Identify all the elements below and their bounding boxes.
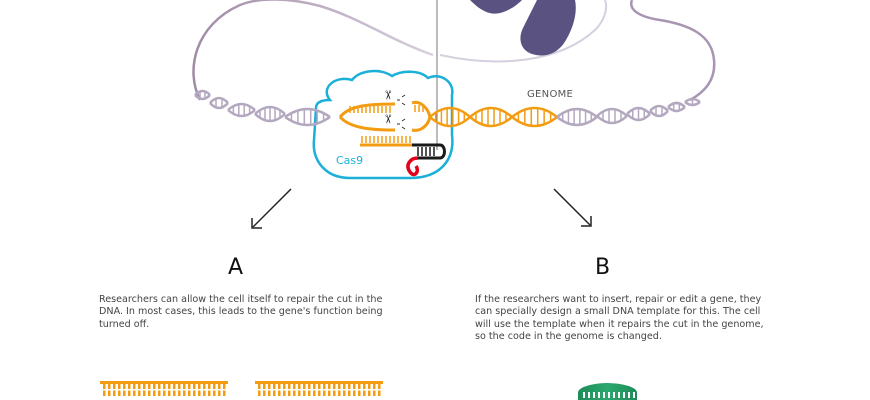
dna-helix-gray xyxy=(209,102,229,110)
dna-helix-gray xyxy=(649,110,669,118)
dna-helix-gray xyxy=(284,107,331,119)
section-a-heading: A xyxy=(228,255,244,280)
dna-helix-target xyxy=(469,106,513,118)
dna-helix-gray xyxy=(556,107,598,118)
dna-helix-gray xyxy=(596,107,628,117)
scissors-icon: ✂ xyxy=(381,114,395,124)
dna-template-rung xyxy=(583,392,585,398)
dna-strand-left-loop xyxy=(192,0,434,101)
dna-template-rung xyxy=(613,392,615,398)
dna-helix-gray xyxy=(284,115,331,127)
dna-template-rung xyxy=(633,392,635,398)
dna-helix-gray xyxy=(684,97,701,104)
dna-fragment-right-gap xyxy=(255,389,383,391)
dna-strand-right-loop xyxy=(630,0,716,102)
dna-helix-gray xyxy=(254,105,286,115)
dna-template xyxy=(578,383,637,400)
dna-template-rung xyxy=(603,392,605,398)
dna-helix-target xyxy=(469,116,513,128)
nucleus-outline xyxy=(439,0,608,63)
dna-template-rung xyxy=(588,392,590,398)
dna-helix-gray xyxy=(667,106,686,113)
dna-helix-gray xyxy=(194,94,211,101)
dna-template-rung xyxy=(623,392,625,398)
cas9-label: Cas9 xyxy=(336,154,364,167)
section-b-heading: B xyxy=(595,255,611,280)
dna-helix-target xyxy=(511,116,558,128)
section-b-description: If the researchers want to insert, repai… xyxy=(475,294,764,343)
dna-fragment-left xyxy=(100,381,228,384)
dna-helix-gray xyxy=(556,116,598,127)
section-a-description: Researchers can allow the cell itself to… xyxy=(99,294,383,330)
dna-helix-gray xyxy=(667,101,686,108)
dna-helix-target xyxy=(429,116,471,128)
cut-marks xyxy=(397,118,406,130)
dna-helix-target xyxy=(511,106,558,118)
guide-rna-loop xyxy=(406,156,420,177)
dna-helix-gray xyxy=(596,115,628,125)
genome-label: GENOME xyxy=(527,89,574,100)
dna-helix-gray xyxy=(254,113,286,123)
cas9-protein-outline xyxy=(312,69,454,180)
dna-helix-gray xyxy=(684,100,701,107)
dna-template-rung xyxy=(618,392,620,398)
dna-helix-gray xyxy=(194,89,211,96)
dna-helix-gray xyxy=(209,96,229,104)
dna-open-strand xyxy=(411,100,432,132)
dna-fragment-right xyxy=(255,381,383,384)
dna-helix-gray xyxy=(227,102,256,111)
dna-template-rung xyxy=(593,392,595,398)
dna-helix-gray xyxy=(227,109,256,118)
dna-fragment-left-gap xyxy=(100,389,228,391)
cut-marks xyxy=(397,94,406,106)
dna-helix-gray xyxy=(649,104,669,112)
dna-template-rung xyxy=(628,392,630,398)
dna-helix-target xyxy=(429,106,471,118)
scissors-icon: ✂ xyxy=(381,90,395,100)
arrow-down-left-icon xyxy=(251,188,292,229)
chromosome-icon xyxy=(470,0,522,14)
guide-rna-stem xyxy=(412,143,446,160)
dna-open-strand xyxy=(338,115,396,132)
arrow-down-right-icon xyxy=(553,188,592,227)
dna-template-rung xyxy=(608,392,610,398)
chromosome-icon xyxy=(520,0,576,56)
dna-helix-gray xyxy=(626,106,651,115)
dna-helix-gray xyxy=(626,113,651,122)
dna-template-rung xyxy=(598,392,600,398)
